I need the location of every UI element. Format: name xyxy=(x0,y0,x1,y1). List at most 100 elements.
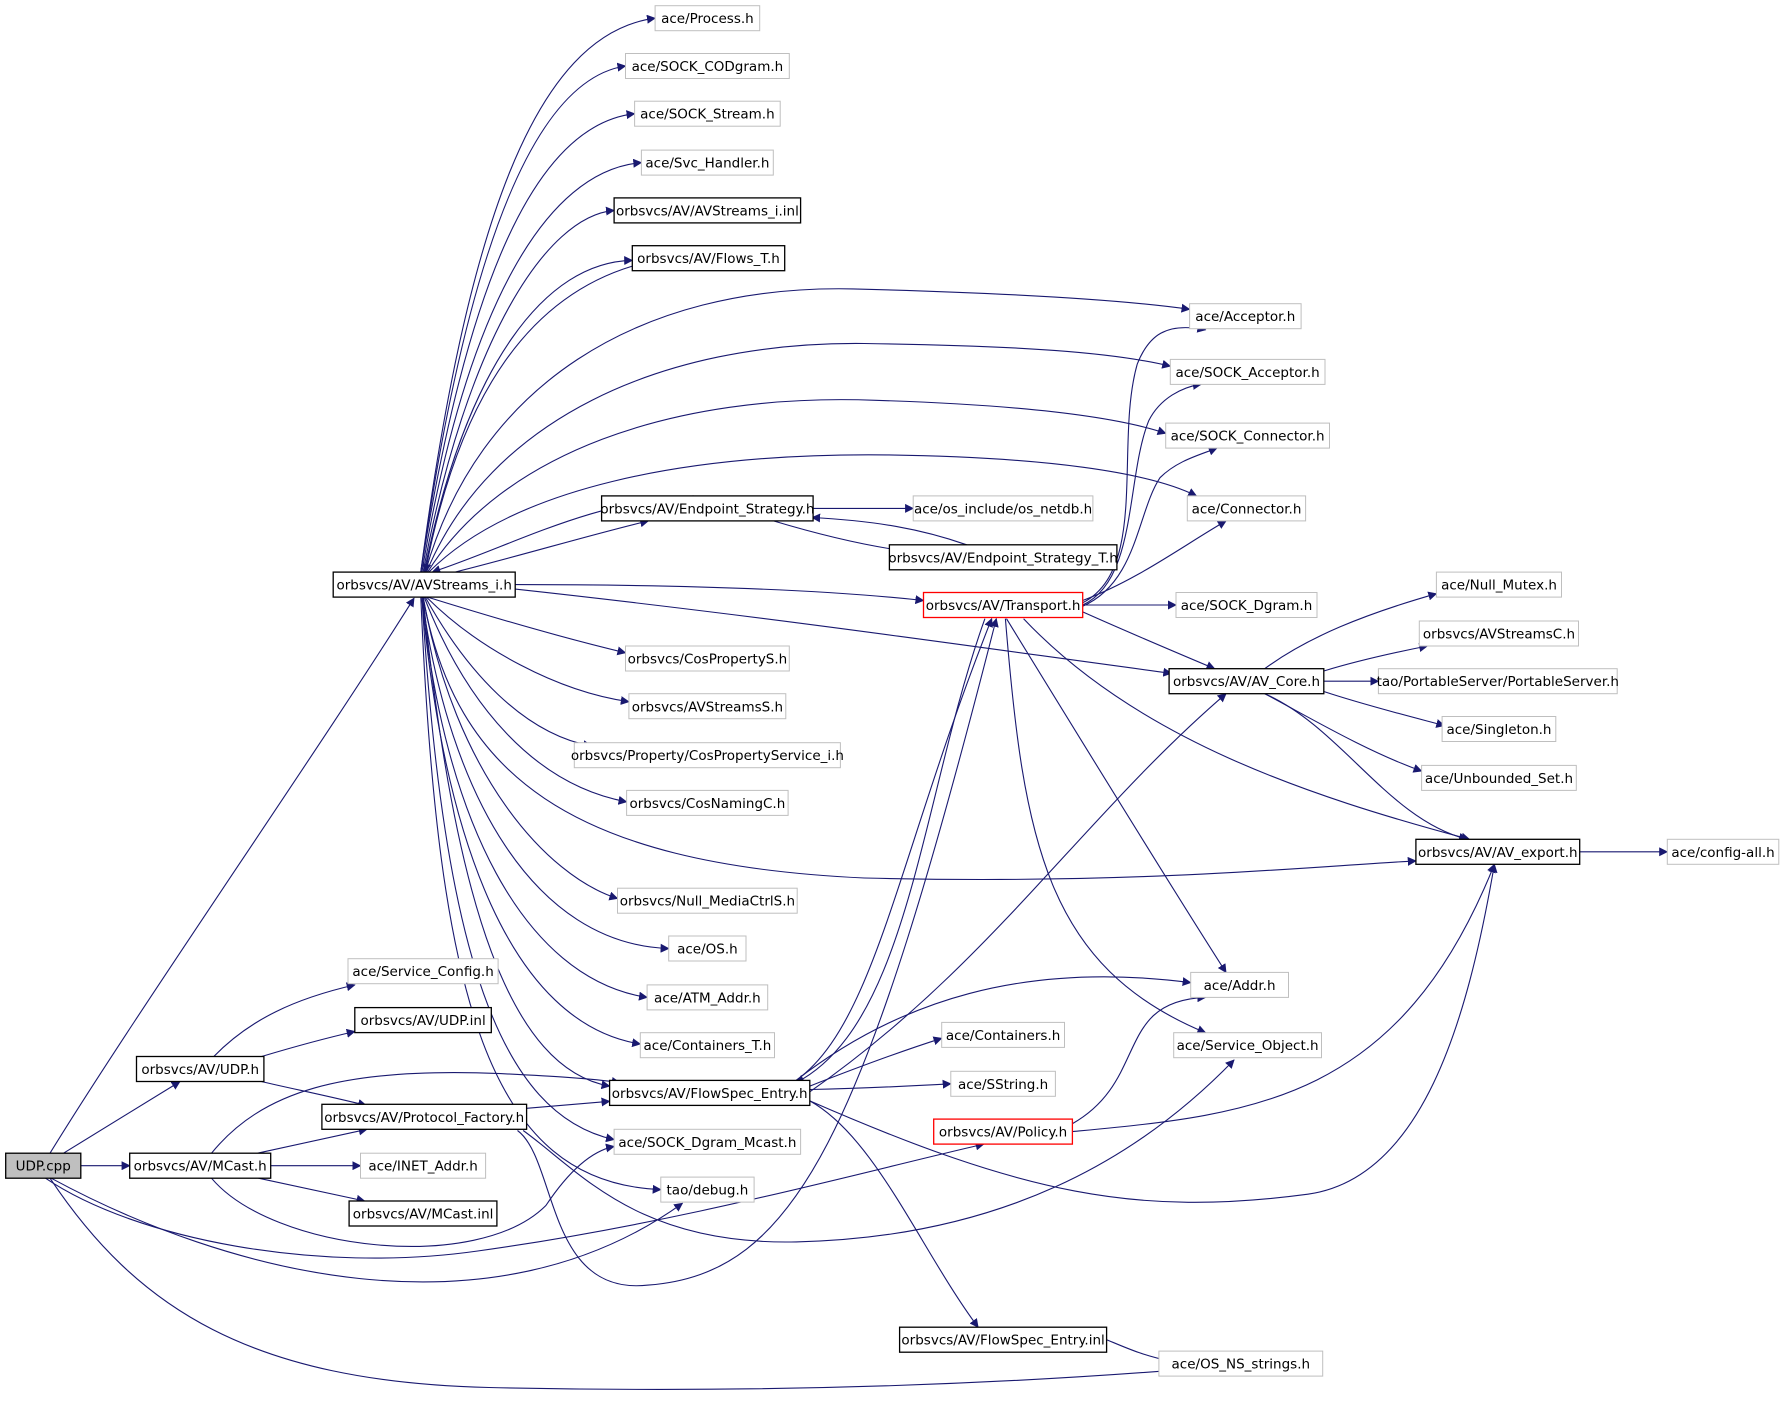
node-cospropertyservice-i-h[interactable]: orbsvcs/Property/CosPropertyService_i.h xyxy=(571,742,844,769)
edge-avstreams_i_h-to-transport_h xyxy=(515,584,925,605)
edge-flowspec_entry_h-to-flowspec_entry_inl xyxy=(809,1100,979,1328)
node-box xyxy=(360,1152,487,1179)
node-unbounded-set-h[interactable]: ace/Unbounded_Set.h xyxy=(1421,764,1577,791)
node-box xyxy=(888,544,1118,571)
node-service-config-h[interactable]: ace/Service_Config.h xyxy=(347,958,499,985)
node-box xyxy=(628,693,787,720)
edge-av_core_h-to-null_mutex_h xyxy=(1264,591,1438,670)
node-sock-dgram-h[interactable]: ace/SOCK_Dgram.h xyxy=(1175,592,1318,618)
node-label: orbsvcs/AVStreamsC.h xyxy=(1423,627,1575,643)
node-acceptor-h[interactable]: ace/Acceptor.h xyxy=(1189,303,1302,330)
node-mcast-h[interactable]: orbsvcs/AV/MCast.h xyxy=(129,1152,272,1179)
node-mcast-inl[interactable]: orbsvcs/AV/MCast.inl xyxy=(348,1200,498,1227)
node-box xyxy=(600,495,814,522)
node-service-object-h[interactable]: ace/Service_Object.h xyxy=(1173,1032,1322,1059)
node-sock-acceptor-h[interactable]: ace/SOCK_Acceptor.h xyxy=(1169,358,1326,385)
node-box xyxy=(129,1152,272,1179)
node-label: orbsvcs/Null_MediaCtrlS.h xyxy=(620,894,795,910)
node-config-all-h[interactable]: ace/config-all.h xyxy=(1666,838,1780,865)
node-flows-t-h[interactable]: orbsvcs/AV/Flows_T.h xyxy=(631,245,786,272)
node-box xyxy=(922,591,1084,619)
node-label: orbsvcs/AV/AV_export.h xyxy=(1418,845,1578,861)
node-containers-t-h[interactable]: ace/Containers_T.h xyxy=(639,1032,775,1059)
node-containers-h[interactable]: ace/Containers.h xyxy=(941,1021,1066,1048)
node-singleton-h[interactable]: ace/Singleton.h xyxy=(1441,716,1557,742)
node-protocol-factory-h[interactable]: orbsvcs/AV/Protocol_Factory.h xyxy=(321,1103,528,1130)
node-box xyxy=(626,789,789,816)
edge-avstreams_i_h-to-cosnamingc_h xyxy=(423,596,628,805)
node-av-export-h[interactable]: orbsvcs/AV/AV_export.h xyxy=(1415,838,1581,865)
node-label: orbsvcs/CosPropertyS.h xyxy=(628,652,788,668)
node-flowspec-entry-inl[interactable]: orbsvcs/AV/FlowSpec_Entry.inl xyxy=(898,1326,1108,1353)
node-label: ace/SString.h xyxy=(958,1077,1048,1093)
node-os-h[interactable]: ace/OS.h xyxy=(668,935,747,962)
node-sock-codgram-h[interactable]: ace/SOCK_CODgram.h xyxy=(625,53,790,79)
node-box xyxy=(332,571,516,598)
node-avstreamsc-h[interactable]: orbsvcs/AVStreamsC.h xyxy=(1418,620,1580,647)
edge-avstreams_i_h-to-av_export_h xyxy=(422,597,1417,881)
node-avstreamss-h[interactable]: orbsvcs/AVStreamsS.h xyxy=(628,693,787,720)
node-avstreams-i-h[interactable]: orbsvcs/AV/AVStreams_i.h xyxy=(332,571,516,598)
edge-avstreams_i_h-to-os_h xyxy=(421,597,670,953)
node-box xyxy=(613,1128,802,1155)
node-svc-handler-h[interactable]: ace/Svc_Handler.h xyxy=(640,149,774,176)
node-box xyxy=(639,1032,775,1059)
node-sock-stream-h[interactable]: ace/SOCK_Stream.h xyxy=(634,100,781,127)
node-box xyxy=(321,1103,528,1130)
node-udp-h[interactable]: orbsvcs/AV/UDP.h xyxy=(135,1055,265,1083)
node-cosnamingc-h[interactable]: orbsvcs/CosNamingC.h xyxy=(626,789,789,816)
node-endpoint-strategy-t-h[interactable]: orbsvcs/AV/Endpoint_Strategy_T.h xyxy=(888,544,1118,571)
node-label: ace/SOCK_Acceptor.h xyxy=(1175,365,1319,381)
edge-flowspec_entry_h-to-addr_h xyxy=(795,976,1192,1081)
node-inet-addr-h[interactable]: ace/INET_Addr.h xyxy=(360,1152,487,1179)
node-transport-h[interactable]: orbsvcs/AV/Transport.h xyxy=(922,591,1084,619)
edges-layer xyxy=(45,14,1669,1390)
node-label: orbsvcs/CosNamingC.h xyxy=(629,796,785,812)
node-label: ace/Addr.h xyxy=(1204,978,1276,994)
edge-transport_h-to-flowspec_entry_h xyxy=(795,618,986,1084)
node-label: orbsvcs/AV/Endpoint_Strategy.h xyxy=(600,501,814,517)
edge-policy_h-to-av_export_h xyxy=(1072,863,1496,1133)
node-atm-addr-h[interactable]: ace/ATM_Addr.h xyxy=(646,984,769,1011)
edge-avstreams_i_h-to-av_core_h xyxy=(515,588,1173,677)
edge-avstreams_i_h-to-flows_t_h xyxy=(423,256,634,573)
node-null-mutex-h[interactable]: ace/Null_Mutex.h xyxy=(1435,571,1563,598)
node-box xyxy=(898,1326,1108,1353)
node-box xyxy=(631,245,786,272)
node-connector-h[interactable]: ace/Connector.h xyxy=(1186,495,1307,522)
edge-mcast_h-to-sock_dgram_mcast_h xyxy=(211,1143,615,1247)
node-label: ace/OS_NS_strings.h xyxy=(1172,1357,1311,1373)
node-box xyxy=(617,887,798,914)
node-null-mediactrls-h[interactable]: orbsvcs/Null_MediaCtrlS.h xyxy=(617,887,798,914)
node-label: ace/Singleton.h xyxy=(1446,722,1551,738)
node-cospropertys-h[interactable]: orbsvcs/CosPropertyS.h xyxy=(625,645,790,672)
node-udp-inl[interactable]: orbsvcs/AV/UDP.inl xyxy=(354,1006,492,1034)
node-av-core-h[interactable]: orbsvcs/AV/AV_Core.h xyxy=(1168,668,1325,695)
node-process-h[interactable]: ace/Process.h xyxy=(654,5,761,32)
node-tao-debug-h[interactable]: tao/debug.h xyxy=(660,1176,755,1203)
edge-udp_cpp-to-policy_h xyxy=(45,1141,985,1259)
node-box xyxy=(654,5,761,32)
node-os-netdb-h[interactable]: ace/os_include/os_netdb.h xyxy=(912,495,1094,522)
node-udp-cpp: UDP.cpp xyxy=(5,1152,82,1179)
node-box xyxy=(1441,716,1557,742)
node-avstreams-i-inl[interactable]: orbsvcs/AV/AVStreams_i.inl xyxy=(613,197,802,224)
node-label: orbsvcs/AV/UDP.h xyxy=(141,1062,259,1078)
node-box xyxy=(135,1055,265,1083)
node-policy-h[interactable]: orbsvcs/AV/Policy.h xyxy=(933,1118,1074,1145)
node-label: orbsvcs/AV/Endpoint_Strategy_T.h xyxy=(888,550,1117,566)
node-endpoint-strategy-h[interactable]: orbsvcs/AV/Endpoint_Strategy.h xyxy=(600,495,814,522)
node-sstring-h[interactable]: ace/SString.h xyxy=(950,1070,1056,1097)
edge-avstreams_i_h-to-connector_h xyxy=(428,454,1198,573)
node-sock-connector-h[interactable]: ace/SOCK_Connector.h xyxy=(1165,422,1330,449)
edge-avstreams_i_h-to-sock_connector_h xyxy=(427,399,1167,573)
node-portableserver-h[interactable]: tao/PortableServer/PortableServer.h xyxy=(1377,668,1619,695)
node-addr-h[interactable]: ace/Addr.h xyxy=(1190,971,1289,998)
node-label: ace/ATM_Addr.h xyxy=(654,990,761,1006)
node-label: ace/Service_Object.h xyxy=(1177,1038,1319,1054)
node-flowspec-entry-h[interactable]: orbsvcs/AV/FlowSpec_Entry.h xyxy=(608,1079,811,1107)
edge-avstreams_i_h-to-sock_dgram_mcast_h xyxy=(421,597,615,1143)
node-label: ace/Acceptor.h xyxy=(1195,309,1295,325)
node-os-ns-strings-h[interactable]: ace/OS_NS_strings.h xyxy=(1158,1350,1324,1377)
node-sock-dgram-mcast-h[interactable]: ace/SOCK_Dgram_Mcast.h xyxy=(613,1128,802,1155)
